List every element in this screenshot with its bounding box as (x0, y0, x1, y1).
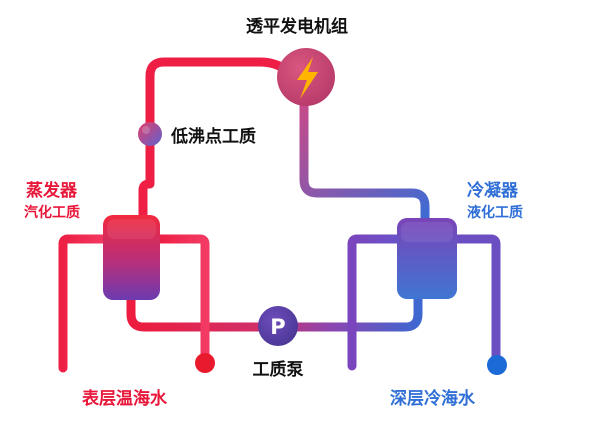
pump-circle (258, 306, 298, 346)
warm-water-inlet (58, 234, 111, 373)
evaporator-sublabel: 汽化工质 (24, 204, 80, 221)
pump-symbol: P (270, 315, 285, 339)
working-fluid-dot (138, 122, 162, 146)
condenser-label: 冷凝器 (467, 180, 519, 201)
condenser-sublabel: 液化工质 (467, 204, 523, 221)
deep-water-label: 深层冷海水 (390, 388, 476, 409)
evaporator-label: 蒸发器 (26, 180, 78, 201)
cold-water-outlet-dot (487, 355, 507, 375)
vapor-pipe (138, 57, 291, 219)
lightning-icon (297, 57, 318, 99)
warm-water-outlet (153, 234, 210, 367)
exhaust-pipe (299, 99, 430, 223)
warm-water-outlet-dot (195, 353, 215, 373)
surface-water-label: 表层温海水 (82, 388, 168, 409)
pump-label: 工质泵 (253, 360, 304, 380)
cold-water-inlet (347, 234, 402, 371)
cold-water-outlet (449, 234, 501, 367)
evaporator-box (103, 215, 160, 300)
generator-label: 透平发电机组 (246, 16, 348, 37)
condenser-box (397, 218, 457, 299)
working-fluid-label: 低沸点工质 (170, 126, 256, 147)
